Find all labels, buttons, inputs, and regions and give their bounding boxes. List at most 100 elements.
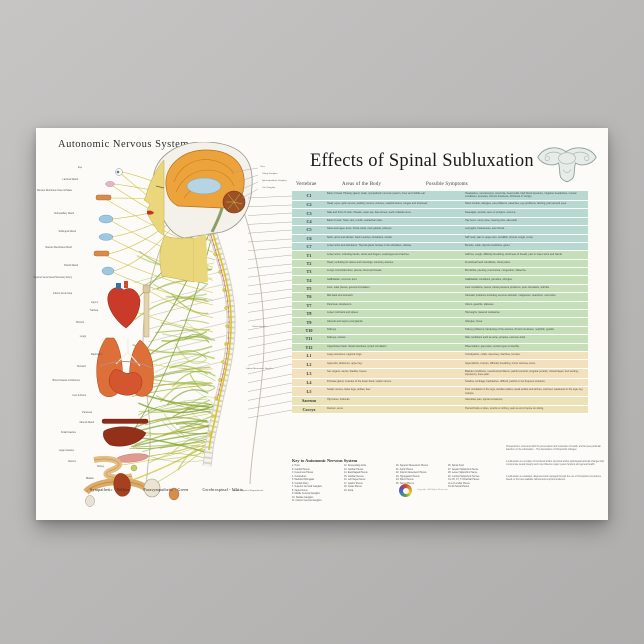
fine-print-paragraph: Chiropractic is concerned with the prese… [506,446,601,452]
closed-eye [155,185,165,189]
key-item: 15. Cardiac Nerves [344,475,364,478]
plexus-branch [160,322,210,339]
vertebra-label: T11 [305,336,313,342]
reproductive-organ [168,487,180,501]
key-item: 10. Stellate Ganglion [292,496,314,499]
fine-print-paragraph: A subluxation is a complex of functional… [506,460,604,466]
symptoms-cell: Skin conditions such as acne, pimples, e… [465,336,526,340]
table-row-c7: C7 Lower arms and shoulders. Thyroid glan… [292,242,588,252]
symptoms-cell: Neuralgia, neuritis, acne or pimples, ec… [465,210,516,214]
plexus-branch [138,402,216,414]
vertebra-label: T8 [306,311,312,317]
key-item: S1-S4 Sacral Plexus [448,486,470,489]
symptoms-cell: Poor circulation in the legs, swollen an… [465,388,583,395]
anatomy-illustration [83,142,265,507]
key-item: 12. Descending Aorta [344,465,366,467]
vertebra-label: C2 [306,202,312,208]
areas-cell: Pancreas, duodenum. [327,302,352,306]
symptoms-cell: Ulcers, gastritis, diabetes. [465,302,495,306]
plexus-branch [172,370,216,388]
key-item: 17. Gastric Plexus [344,482,363,485]
plexus-branch [147,353,215,365]
sympathetic-nerve-line [125,307,214,332]
plexus-branch [161,330,208,342]
key-title: Key to Autonomic Nervous System [292,458,358,463]
plexus-branch [142,423,215,435]
cerebellum-arbor [226,193,243,211]
areas-cell: Mid-back and stomach. [327,294,354,298]
areas-cell: Rectum, anus. [327,406,344,410]
areas-cell: Heart, including its valves and covering… [327,260,394,264]
vertebra-illustration [537,147,597,183]
face-profile [143,159,195,283]
mucous-membrane-nose-organ [95,194,112,201]
plexus-branch [188,386,216,406]
plexus-branch [154,360,210,373]
plexus-branch [170,293,209,315]
plexus-branch [182,284,207,302]
key-item: C1-C5, C7, T1 Brachial Plexus [448,479,480,482]
symptoms-cell: Headaches, nervousness, insomnia, head c… [465,192,577,199]
plexus-branch [127,416,209,432]
symptoms-cell: Sciatica, lumbago, backaches, difficult,… [465,379,546,383]
mucous-membrane-mouth-organ [93,250,110,257]
symptoms-cell: Rheumatism, gas pains, certain types of … [465,344,520,348]
plexus-branch [174,343,207,365]
vertebra-label: T6 [306,294,312,300]
symptoms-cell: Laryngitis, hoarseness, sore throat. [465,227,505,231]
areas-cell: Back of neck. Nose, lips, mouth, eustach… [327,218,383,222]
fine-print-paragraph: A subluxation is evaluated, diagnosed an… [506,475,601,481]
areas-cell: Head, eyes, optic nerves, auditory nerve… [327,202,428,206]
plexus-branch [156,280,209,290]
areas-cell: Kidneys. [327,328,337,332]
trachea-organ [143,292,150,338]
column-header-symptoms: Possible Symptoms [426,182,468,187]
poster-title: Effects of Spinal Subluxation [310,151,534,171]
table-row-c2: C2 Head, eyes, optic nerves, auditory ner… [292,200,588,210]
plexus-branch [140,392,210,408]
key-item: 3. Cavernous Plexus [292,472,314,475]
eye-iris [116,170,120,174]
submaxillary-gland-organ [98,214,114,224]
key-item: 4. Cerebellum [292,475,307,478]
areas-cell: Prostate gland, muscles of the lower bac… [327,379,392,383]
vertebra-label: Coccyx [302,406,316,412]
sympathetic-chain-ganglia [208,252,229,436]
plexus-branch [170,365,208,375]
key-item: 19. Aorta [344,489,354,492]
key-item: 18. Celiac Plexus [344,486,362,489]
vertebra-label: Sacrum [302,398,316,404]
key-item: 9. Middle Cervical Ganglion [292,493,321,496]
areas-cell: Gallbladder, common duct. [327,277,358,281]
vertebra-label: C3 [306,210,312,216]
key-item: 23. Hypogastric Plexus [396,475,420,478]
areas-cell: Hip bones, buttocks. [327,398,351,402]
vertebra-label: T4 [306,277,312,283]
areas-cell: Neck and upper arms. Vocal cords, neck g… [327,227,393,231]
spinal-column [202,228,236,467]
heart-vessel-blue [116,283,121,289]
areas-cell: Side and front of neck. Cheeks, outer ea… [327,210,412,214]
vertebra-label: C7 [306,244,312,250]
legend-item: Parasympathetic - Green [143,487,189,492]
parotid-gland-organ [101,266,115,276]
key-item: 25. Sacral Plexus [396,482,414,485]
symptoms-cell: Stiff neck, pain in upper arm, tonsillit… [465,235,534,239]
key-item: 27. Greater Splanchnic Nerve [448,468,479,471]
key-item: 14. Esophageal Plexus [344,472,368,475]
symptoms-cell: Bronchitis, pleurisy, pneumonia, congest… [465,269,527,273]
areas-cell: Lower arms and shoulders. Thyroid gland,… [327,244,412,248]
plexus-branch [134,423,216,446]
symptoms-cell: Appendicitis, cramps, difficulty breathi… [465,361,536,365]
symptoms-cell: Stomach problems including nervous stoma… [465,294,557,298]
areas-cell: Sciatic nerves, lower legs, ankles, feet… [327,388,371,392]
